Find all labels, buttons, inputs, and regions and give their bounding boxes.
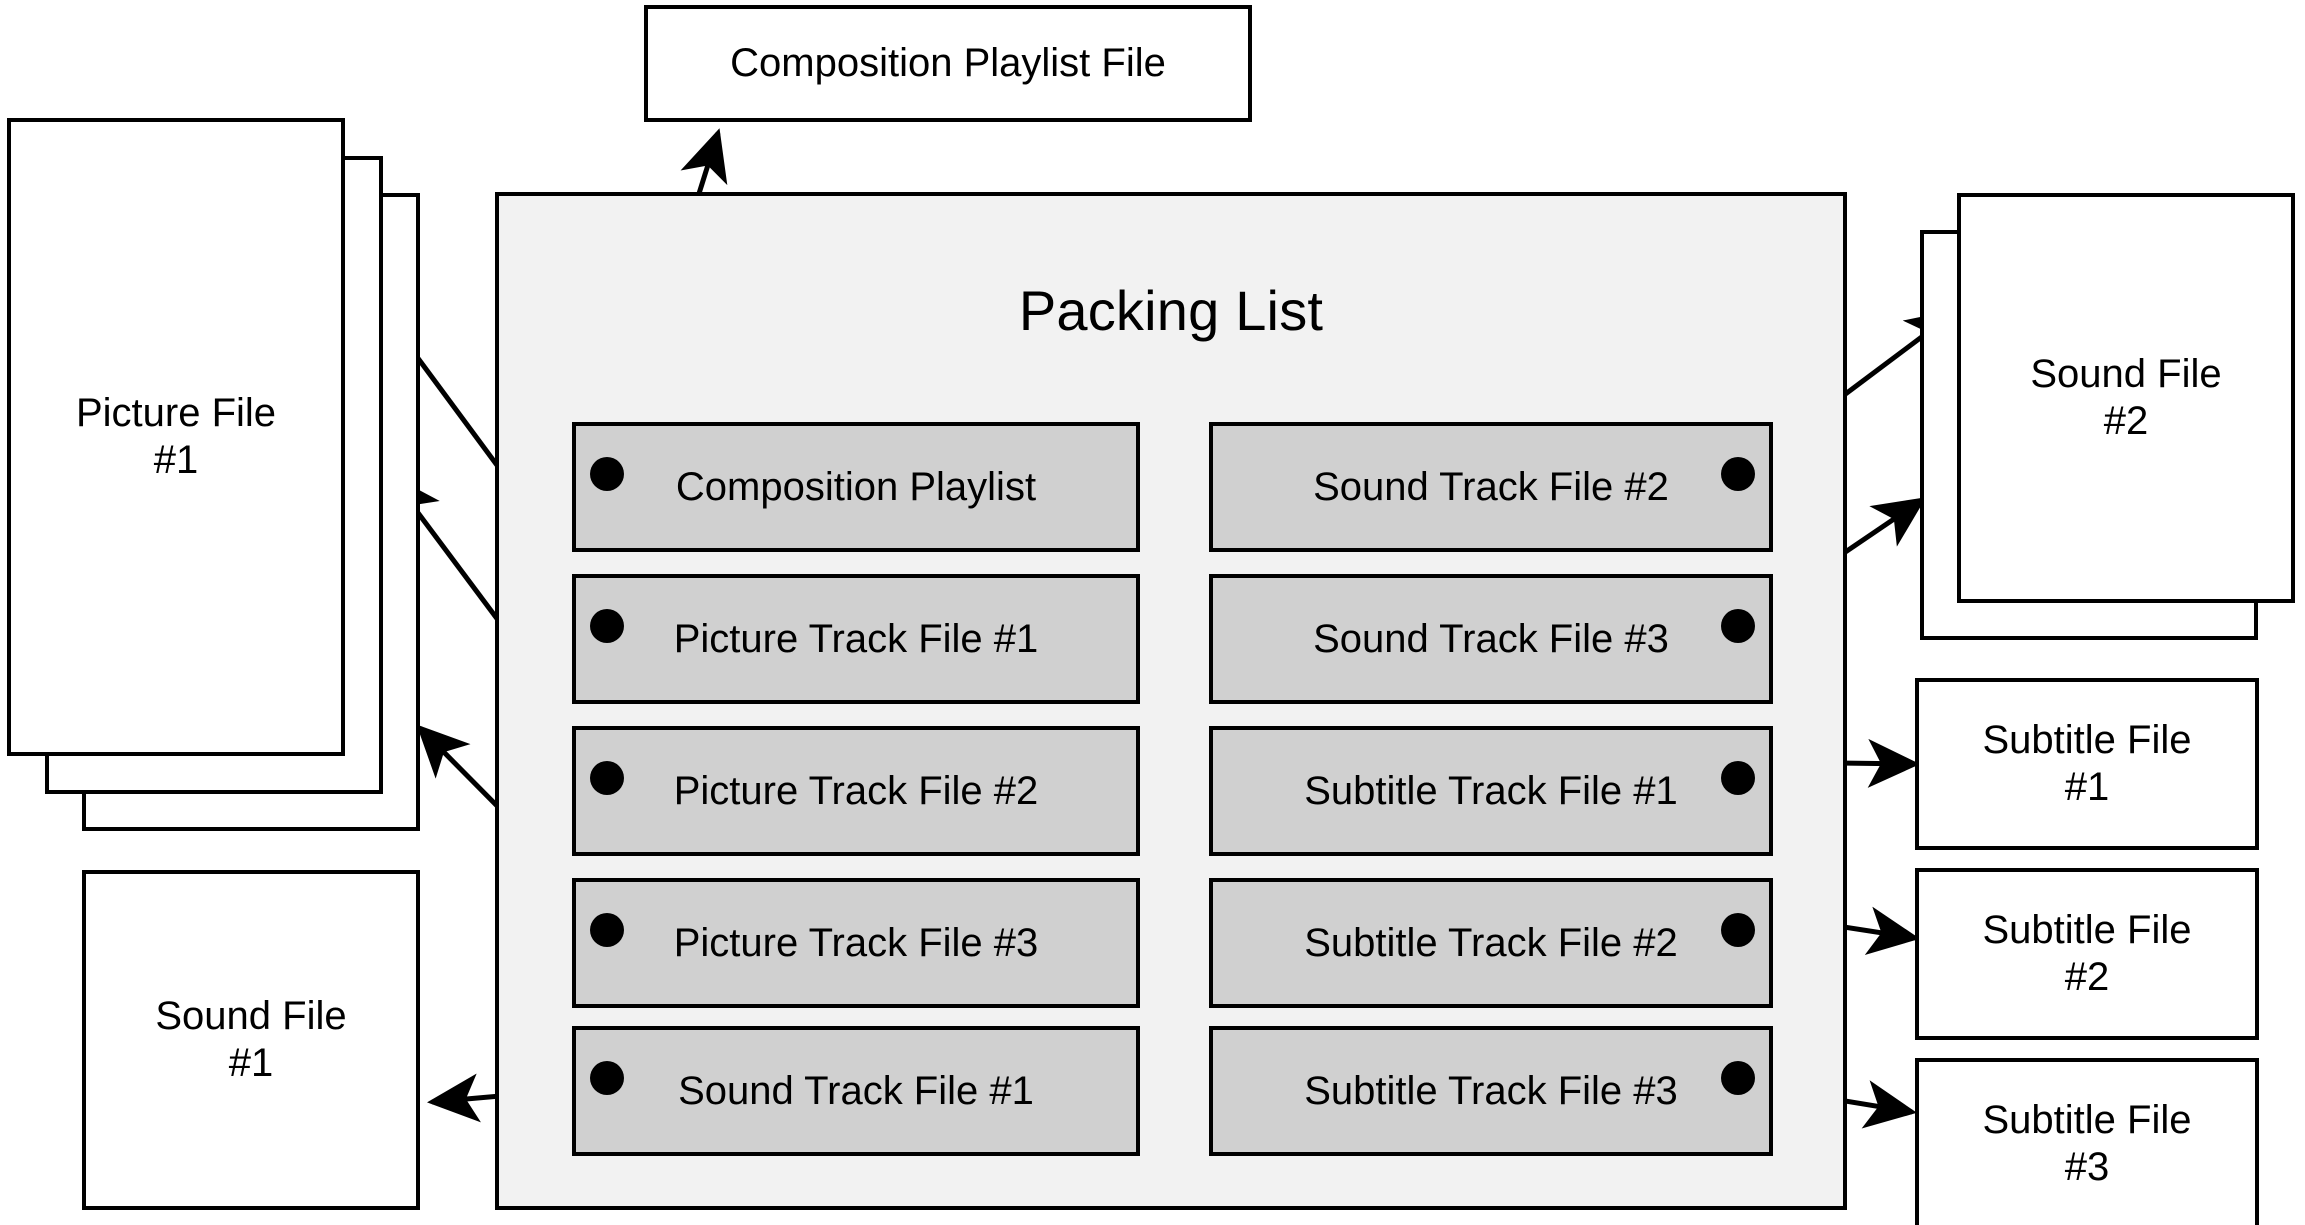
connector-dot-icon <box>1721 609 1755 643</box>
connector-dot-icon <box>590 609 624 643</box>
picture-file-sheet-1: Picture File #1 <box>7 118 345 756</box>
item-label: Sound Track File #3 <box>1313 616 1669 661</box>
subtitle-file-2-box: Subtitle File #2 <box>1915 868 2259 1040</box>
item-label: Composition Playlist <box>675 464 1037 509</box>
connector-dot-icon <box>1721 457 1755 491</box>
picture-file-label: Picture File #1 <box>75 390 277 482</box>
subtitle-file-3-label: Subtitle File #3 <box>1982 1097 2192 1189</box>
item-label: Subtitle Track File #2 <box>1304 920 1678 965</box>
item-label: Picture Track File #2 <box>673 768 1039 813</box>
composition-playlist-file-box: Composition Playlist File <box>644 5 1252 122</box>
item-label: Subtitle Track File #3 <box>1304 1068 1678 1113</box>
subtitle-file-1-label: Subtitle File #1 <box>1982 717 2192 809</box>
connector-dot-icon <box>1721 913 1755 947</box>
packing-list-item-sound-track-3[interactable]: Sound Track File #3 <box>1209 574 1773 704</box>
connector-dot-icon <box>590 761 624 795</box>
packing-list-item-subtitle-track-2[interactable]: Subtitle Track File #2 <box>1209 878 1773 1008</box>
packing-list-item-subtitle-track-3[interactable]: Subtitle Track File #3 <box>1209 1026 1773 1156</box>
sound-file-1-label: Sound File #1 <box>155 993 347 1085</box>
item-label: Picture Track File #3 <box>673 920 1039 965</box>
subtitle-file-1-box: Subtitle File #1 <box>1915 678 2259 850</box>
packing-list-item-picture-track-1[interactable]: Picture Track File #1 <box>572 574 1140 704</box>
item-label: Picture Track File #1 <box>673 616 1039 661</box>
packing-list-title: Packing List <box>1018 279 1324 342</box>
packing-list-item-sound-track-1[interactable]: Sound Track File #1 <box>572 1026 1140 1156</box>
composition-playlist-file-label: Composition Playlist File <box>730 40 1166 85</box>
item-label: Sound Track File #2 <box>1313 464 1669 509</box>
connector-dot-icon <box>1721 1061 1755 1095</box>
packing-list-item-subtitle-track-1[interactable]: Subtitle Track File #1 <box>1209 726 1773 856</box>
item-label: Sound Track File #1 <box>678 1068 1034 1113</box>
packing-list-item-picture-track-2[interactable]: Picture Track File #2 <box>572 726 1140 856</box>
subtitle-file-2-label: Subtitle File #2 <box>1982 907 2192 999</box>
packing-list-item-sound-track-2[interactable]: Sound Track File #2 <box>1209 422 1773 552</box>
packing-list-item-picture-track-3[interactable]: Picture Track File #3 <box>572 878 1140 1008</box>
sound-file-2-label: Sound File #2 <box>2030 351 2222 443</box>
connector-dot-icon <box>590 913 624 947</box>
connector-dot-icon <box>590 1061 624 1095</box>
packing-list-item-composition-playlist[interactable]: Composition Playlist <box>572 422 1140 552</box>
connector-dot-icon <box>590 457 624 491</box>
item-label: Subtitle Track File #1 <box>1304 768 1678 813</box>
connector-dot-icon <box>1721 761 1755 795</box>
packing-list-container: Packing List Composition Playlist Pictur… <box>495 192 1847 1210</box>
sound-file-1-box: Sound File #1 <box>82 870 420 1210</box>
sound-file-2-sheet-1: Sound File #2 <box>1957 193 2295 603</box>
subtitle-file-3-box: Subtitle File #3 <box>1915 1058 2259 1225</box>
